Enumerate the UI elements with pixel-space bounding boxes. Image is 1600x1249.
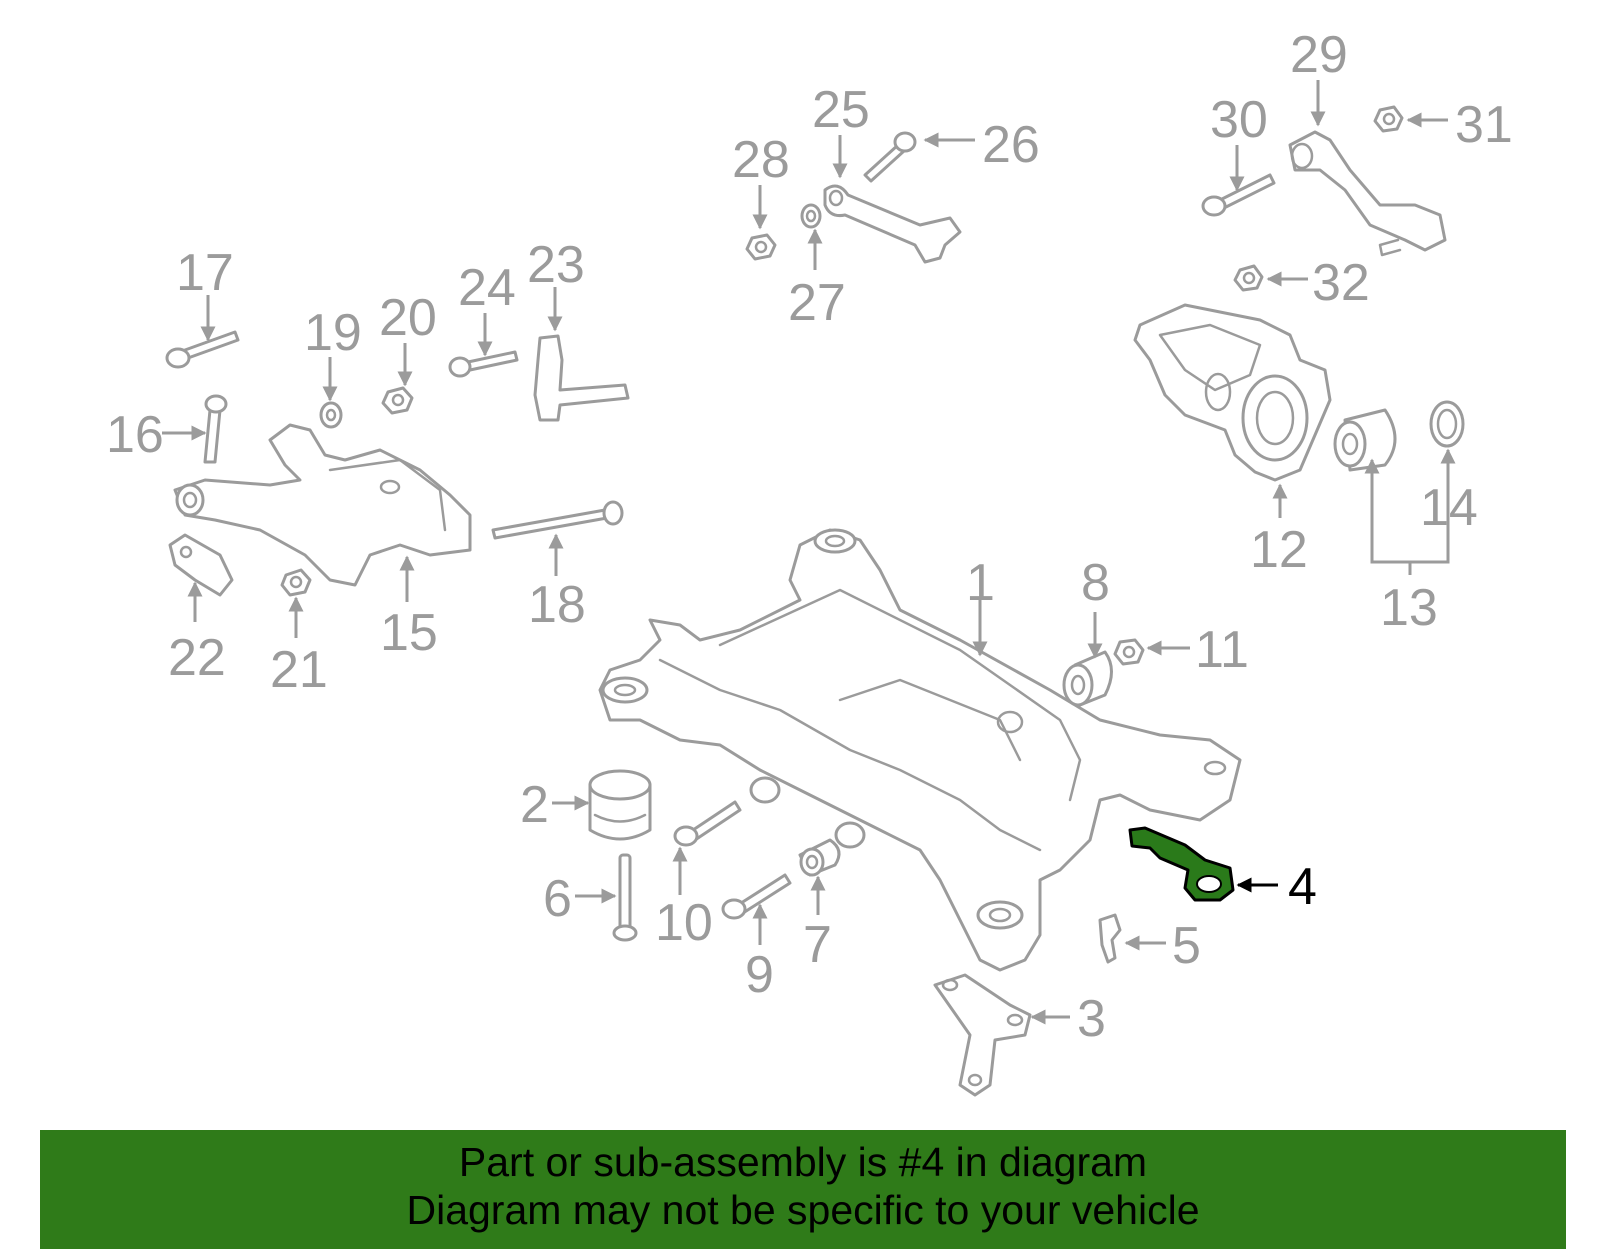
callout-11: 11 (1195, 621, 1249, 679)
bolt-part-16 (203, 394, 228, 464)
callout-16: 16 (106, 406, 164, 464)
bolt-part-17 (165, 330, 240, 369)
callout-29: 29 (1290, 26, 1348, 84)
bolt-part-9 (721, 873, 792, 920)
bushing-part-8 (1062, 650, 1113, 707)
washer-part-27 (800, 203, 822, 229)
callout-30: 30 (1210, 91, 1268, 149)
callout-31: 31 (1455, 96, 1513, 154)
callout-7: 7 (803, 916, 832, 974)
bolt-part-26 (863, 131, 917, 183)
washer-part-19 (319, 401, 343, 429)
callout-20: 20 (379, 289, 437, 347)
banner-line-2: Diagram may not be specific to your vehi… (406, 1187, 1200, 1233)
callout-arrows (162, 80, 1456, 1025)
callout-14: 14 (1420, 479, 1478, 537)
callout-1: 1 (966, 554, 995, 612)
bushing-part-13 (1333, 408, 1397, 472)
callout-labels: 1 2 3 4 5 6 7 8 9 10 11 12 13 14 15 16 1… (106, 26, 1513, 1048)
strut-part-4 (1128, 826, 1235, 902)
banner-line-1: Part or sub-assembly is #4 in diagram (458, 1139, 1148, 1185)
callout-12: 12 (1250, 521, 1308, 579)
bushing-part-7 (798, 838, 841, 877)
subframe-part-1 (598, 528, 1242, 972)
callout-3: 3 (1077, 990, 1106, 1048)
bolt-part-24 (448, 350, 519, 378)
nut-part-32 (1233, 264, 1264, 292)
callout-6: 6 (543, 870, 572, 928)
callout-13: 13 (1380, 579, 1438, 637)
link-part-23 (533, 334, 630, 422)
callout-2: 2 (520, 776, 549, 834)
callout-9: 9 (745, 946, 774, 1004)
callout-26: 26 (982, 116, 1040, 174)
callout-4: 4 (1288, 858, 1317, 916)
callout-5: 5 (1172, 917, 1201, 975)
link-part-25 (823, 184, 962, 264)
bolt-part-6 (612, 853, 638, 942)
bushing-part-2 (588, 769, 652, 841)
callout-18: 18 (528, 576, 586, 634)
bolt-part-30 (1201, 173, 1276, 217)
callout-10: 10 (655, 894, 713, 952)
knuckle-part-12 (1133, 303, 1332, 482)
callout-15: 15 (380, 604, 438, 662)
nut-part-11 (1113, 638, 1145, 666)
callout-19: 19 (304, 304, 362, 362)
control-arm-part-15 (173, 423, 472, 587)
nut-part-28 (745, 233, 777, 261)
callout-8: 8 (1081, 554, 1110, 612)
nut-part-31 (1373, 105, 1404, 133)
clip-part-5 (1098, 913, 1122, 964)
callout-28: 28 (732, 131, 790, 189)
callout-21: 21 (270, 641, 328, 699)
callout-25: 25 (812, 81, 870, 139)
bolt-part-18 (491, 500, 624, 540)
info-banner: Part or sub-assembly is #4 in diagram Di… (40, 1130, 1566, 1249)
bolt-part-10 (673, 800, 742, 847)
callout-24: 24 (458, 259, 516, 317)
bracket-part-22 (168, 533, 234, 597)
nut-part-20 (381, 386, 414, 415)
upper-arm-part-29 (1288, 130, 1447, 257)
parts-diagram: 1 2 3 4 5 6 7 8 9 10 11 12 13 14 15 16 1… (106, 26, 1513, 1097)
callout-27: 27 (788, 274, 846, 332)
nut-part-21 (280, 568, 312, 597)
callout-22: 22 (168, 629, 226, 687)
callout-23: 23 (527, 236, 585, 294)
callout-17: 17 (176, 244, 234, 302)
bracket-part-3 (933, 973, 1032, 1097)
callout-32: 32 (1312, 254, 1370, 312)
ring-part-14 (1429, 400, 1465, 448)
